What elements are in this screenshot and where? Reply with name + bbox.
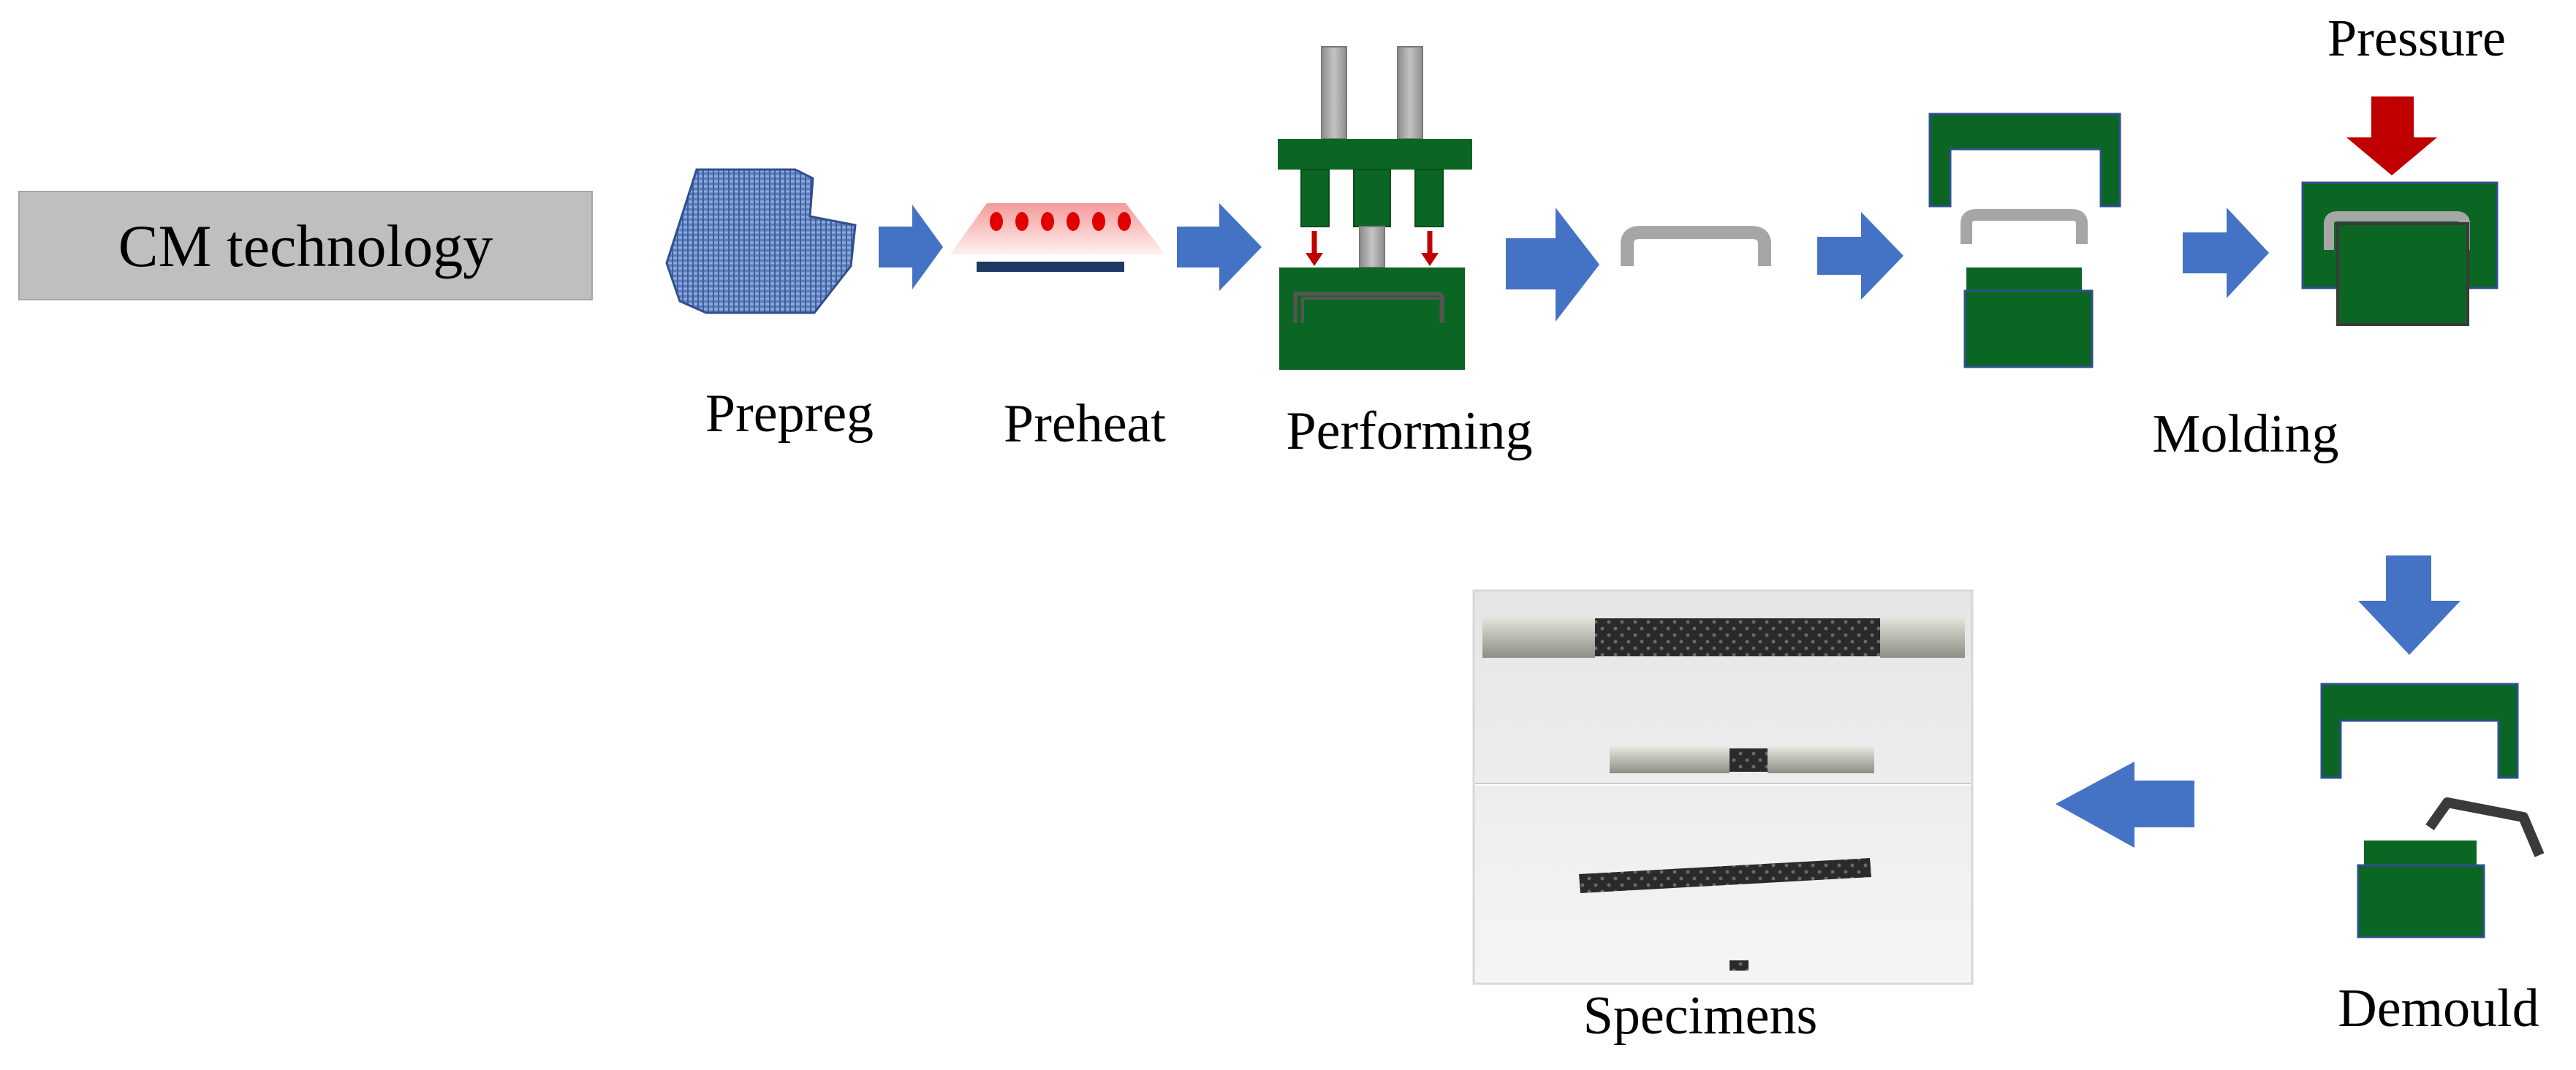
mold-icon <box>2301 181 2499 326</box>
step-label-demould: Demould <box>2338 979 2539 1039</box>
flow-arrow-icon <box>1817 212 1903 300</box>
flow-arrow-icon <box>1177 203 1262 291</box>
flow-arrow-icon <box>1506 208 1599 322</box>
step-label-prepreg: Prepreg <box>705 384 874 444</box>
heater-icon <box>950 203 1165 272</box>
preformed-part-icon <box>1621 226 1771 266</box>
flow-arrow-icon <box>879 205 943 289</box>
step-label-preheat: Preheat <box>1004 394 1166 454</box>
title-box-label: CM technology <box>118 213 493 279</box>
specimens-photo <box>1472 589 1974 985</box>
mold-icon <box>2320 683 2545 938</box>
step-label-molding: Molding <box>2153 404 2339 464</box>
prepreg-fabric-icon <box>665 168 857 314</box>
step-label-performing: Performing <box>1286 401 1532 461</box>
press-icon <box>1278 46 1472 370</box>
mold-icon <box>1928 113 2121 368</box>
flow-arrow-icon <box>2056 762 2194 848</box>
flow-arrow-icon <box>2358 555 2461 655</box>
step-label-pressure: Pressure <box>2327 9 2506 67</box>
pressure-arrow-icon <box>2346 96 2437 175</box>
step-label-specimens: Specimens <box>1583 986 1818 1046</box>
title-box: CM technology <box>18 191 593 300</box>
flow-arrow-icon <box>2183 208 2269 298</box>
